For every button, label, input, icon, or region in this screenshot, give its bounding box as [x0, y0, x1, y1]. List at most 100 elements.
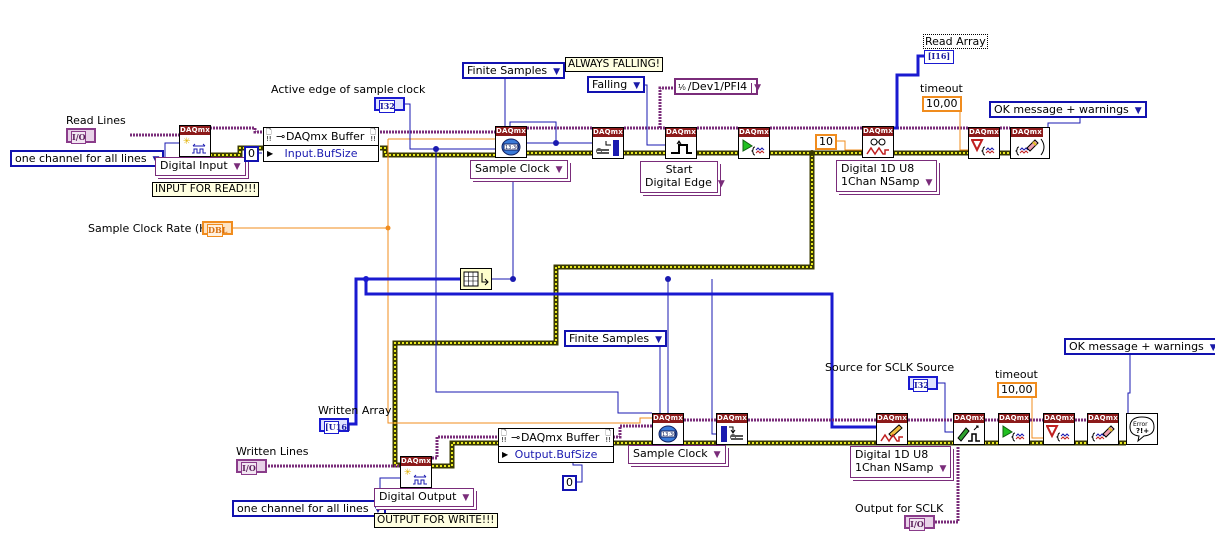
junction [665, 276, 671, 282]
property-name[interactable]: Input.BufSize [284, 147, 358, 160]
daqmx-create-channel-top[interactable]: DAQmx ✳ [179, 125, 211, 157]
daqmx-connect-terminals[interactable]: DAQmx [953, 413, 985, 445]
daqmx-header: DAQmx [401, 457, 431, 466]
source-for-sclk-terminal[interactable]: I32 [908, 376, 938, 392]
daqmx-trigger[interactable]: DAQmx [665, 127, 697, 159]
daqmx-create-channel-bottom[interactable]: DAQmx ✳ [400, 456, 432, 488]
samples-per-channel-constant[interactable]: 10 [815, 134, 837, 150]
sample-rate-junction [385, 225, 391, 231]
arrow-right-icon: ▶ [267, 149, 274, 158]
error-dialog-ring-bottom[interactable]: OK message + warnings▼ [1064, 338, 1215, 355]
sample-clock-selector-bottom[interactable]: Sample Clock▼ [628, 445, 726, 464]
selector-value: Digital Output [379, 490, 457, 503]
output-bufsize-constant[interactable]: 0 [562, 475, 577, 491]
daqmx-header: DAQmx [180, 126, 210, 135]
daqmx-header: DAQmx [739, 128, 769, 137]
sample-rate-wire[interactable] [232, 107, 1043, 439]
wait-until-done-icon [971, 139, 995, 156]
input-bufsize-constant[interactable]: 0 [244, 146, 259, 162]
start-play-icon [1002, 425, 1025, 442]
line-grouping-ring-bottom[interactable]: one channel for all lines▼ [232, 500, 387, 517]
output-for-sclk-terminal[interactable]: I/O [904, 515, 935, 531]
clear-task-eraser-icon [1015, 138, 1045, 156]
task-wire-bottom[interactable] [268, 418, 1087, 524]
digital-output-selector[interactable]: Digital Output ▼ [374, 488, 475, 507]
terminal-type: [U16] [324, 421, 351, 434]
clear-task-eraser-icon [1091, 425, 1115, 442]
daqmx-start-task-top[interactable]: DAQmx [738, 127, 770, 159]
array-subset-node[interactable] [460, 268, 492, 290]
timeout-constant-bottom[interactable]: 10,00 [997, 382, 1037, 398]
sample-clock-selector-top[interactable]: Sample Clock ▼ [470, 160, 568, 179]
timeout-constant-top[interactable]: 10,00 [922, 96, 962, 112]
junction [363, 276, 369, 282]
dropdown-arrow-icon: ▼ [462, 493, 470, 503]
trigger-source-constant[interactable]: ⅟₀/Dev1/PFI4▼ [674, 78, 762, 95]
line-grouping-ring-top[interactable]: one channel for all lines▼ [10, 150, 165, 167]
daqmx-timing-bottom[interactable]: DAQmx 13:30 [652, 413, 684, 445]
terminal-type: I32 [913, 379, 929, 392]
array-grid-icon [463, 271, 489, 287]
dropdown-arrow-icon: ▼ [717, 179, 725, 189]
written-lines-label: Written Lines [236, 445, 309, 458]
daqmx-read[interactable]: DAQmx [862, 126, 894, 158]
daqmx-wait-until-done-top[interactable]: DAQmx [968, 127, 1000, 159]
error-dialog-ring-top[interactable]: OK message + warnings▼ [989, 101, 1147, 118]
daqmx-clear-task-top[interactable]: DAQmx [1010, 127, 1050, 159]
daqmx-wait-until-done-bottom[interactable]: DAQmx [1043, 413, 1075, 445]
daqmx-start-task-bottom[interactable]: DAQmx [998, 413, 1030, 445]
edge-ring[interactable]: Falling▼ [587, 76, 646, 93]
sample-clock-rate-label: Sample Clock Rate (Hz) [88, 222, 218, 235]
sample-clock-rate-terminal[interactable]: DBL [202, 221, 233, 237]
terminal-type: I/O [909, 518, 925, 531]
task-wire-top[interactable] [130, 86, 1010, 137]
svg-text:✳: ✳ [404, 468, 412, 478]
daqmx-export-signal[interactable]: DAQmx [592, 127, 624, 159]
page-icon: 🗋!! [605, 429, 611, 444]
daqmx-header: DAQmx [954, 414, 984, 423]
error-speech-bubble-icon: Error?!+ [1129, 416, 1155, 443]
selector-line-1: Digital 1D U8 [855, 448, 929, 461]
selector-value: Digital Input [160, 159, 228, 172]
property-name[interactable]: Output.BufSize [514, 448, 598, 461]
daqmx-header: DAQmx [1088, 414, 1118, 423]
junction [553, 140, 559, 146]
dropdown-arrow-icon: ▼ [555, 165, 563, 175]
connector-icon: ⊸ [511, 431, 521, 444]
read-array-indicator[interactable]: [I16] [924, 50, 954, 64]
wait-until-done-icon [1046, 425, 1070, 442]
written-array-terminal[interactable]: [U16] [319, 418, 351, 434]
daqmx-timing-top[interactable]: DAQmx 13:30 [495, 126, 527, 158]
dropdown-arrow-icon: ▼ [713, 450, 721, 460]
selector-value: Sample Clock [475, 162, 550, 175]
simple-error-handler[interactable]: Error?!+ [1126, 413, 1158, 445]
output-buffer-property-node[interactable]: 🗋!!⊸DAQmx Buffer🗋!! ▶Output.BufSize [498, 428, 614, 463]
digital-input-selector[interactable]: Digital Input ▼ [155, 157, 246, 176]
error-wire-junction [809, 150, 815, 156]
sample-mode-ring-top[interactable]: Finite Samples▼ [462, 62, 566, 79]
dropdown-arrow-icon: ▼ [553, 67, 561, 77]
read-lines-terminal[interactable]: I/O [66, 128, 96, 144]
constant-value: /Dev1/PFI4 [687, 80, 748, 93]
daqmx-import-signal[interactable]: DAQmx [716, 413, 748, 445]
active-edge-terminal[interactable]: I32 [374, 97, 405, 113]
output-for-write-comment: OUTPUT FOR WRITE!!! [374, 513, 498, 528]
arrow-right-icon: ▶ [502, 450, 509, 459]
input-for-read-comment: INPUT FOR READ!!! [152, 182, 260, 197]
written-lines-terminal[interactable]: I/O [236, 459, 267, 475]
input-buffer-property-node[interactable]: 🗋!!⊸DAQmx Buffer🗋!! ▶Input.BufSize [263, 127, 379, 162]
create-channel-icon: ✳ [183, 137, 206, 154]
connector-icon: ⊸ [276, 130, 286, 143]
sample-mode-ring-bottom[interactable]: Finite Samples▼ [564, 330, 668, 347]
timeout-label-top: timeout [920, 82, 963, 95]
array-wires[interactable] [346, 54, 926, 429]
daqmx-clear-task-bottom[interactable]: DAQmx [1087, 413, 1119, 445]
daqmx-header: DAQmx [717, 414, 747, 423]
dropdown-arrow-icon: ▼ [233, 162, 241, 172]
daqmx-write[interactable]: DAQmx [876, 413, 908, 445]
connect-terminals-icon [957, 425, 980, 442]
